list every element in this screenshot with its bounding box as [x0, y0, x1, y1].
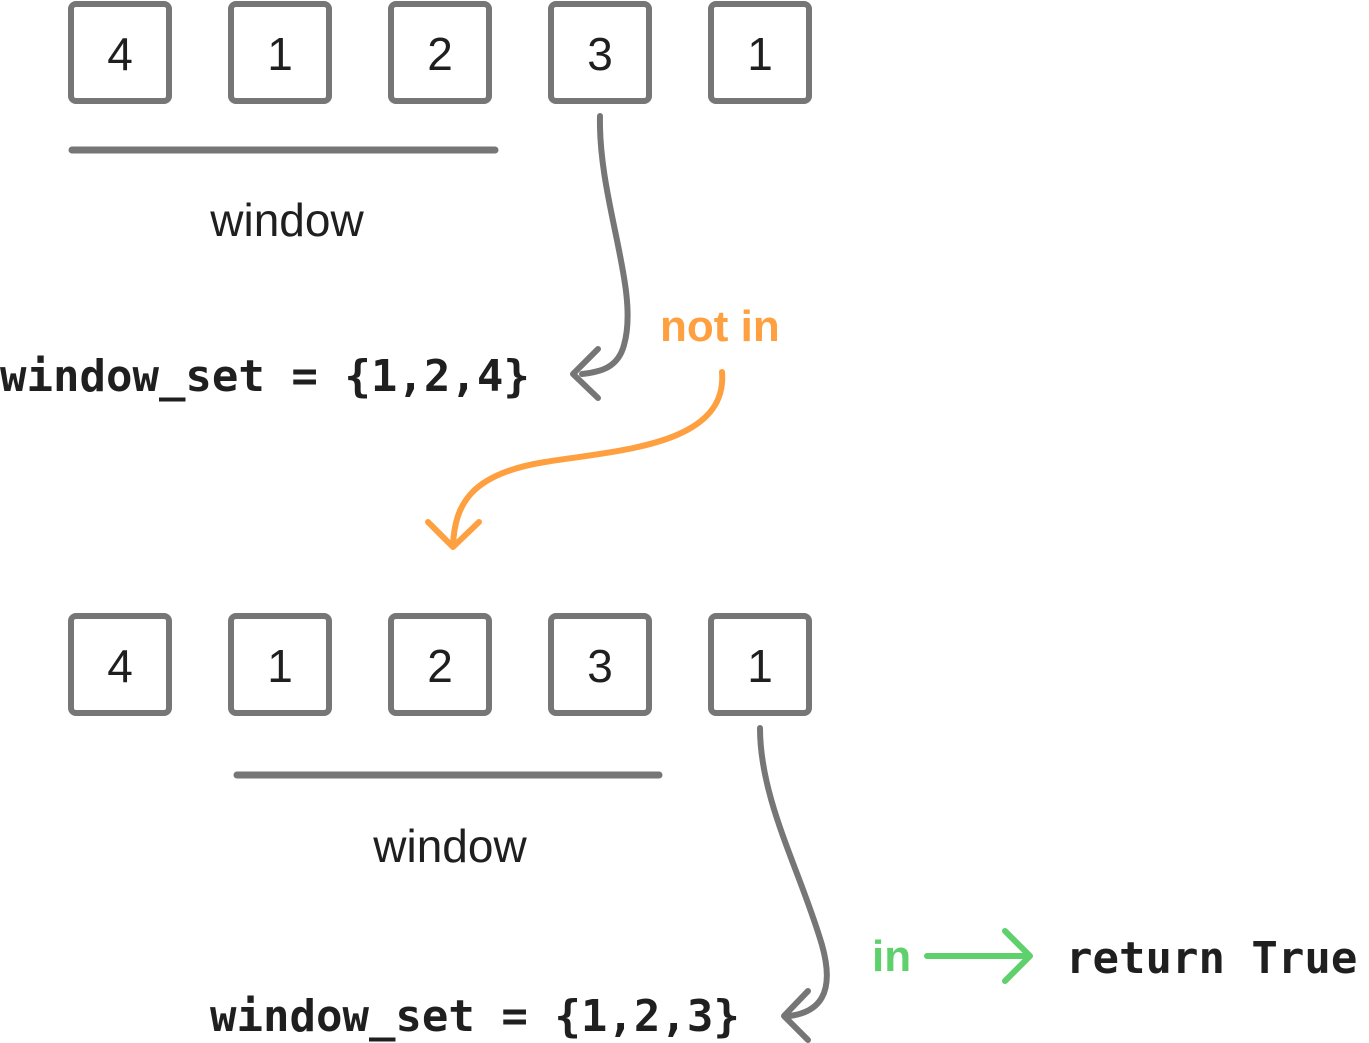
- cell-value: 2: [427, 28, 453, 80]
- arrowhead-icon: [1002, 928, 1033, 984]
- cell-value: 1: [747, 28, 773, 80]
- in-label: in: [872, 932, 911, 981]
- not-in-label: not in: [660, 302, 780, 351]
- array-cell: 3: [548, 613, 652, 716]
- arrowhead-icon: [781, 988, 811, 1043]
- cell-value: 1: [267, 640, 293, 692]
- array-cell: 2: [388, 613, 492, 716]
- window-label-step2: window: [372, 820, 527, 872]
- gray-arrow-icon: [757, 725, 830, 1019]
- window-set-step2: window_set = {1,2,3}: [210, 991, 740, 1042]
- array-cell: 1: [228, 613, 332, 716]
- arrowhead-icon: [570, 346, 601, 401]
- array-cell: 1: [228, 1, 332, 104]
- cell-value: 3: [587, 28, 613, 80]
- array-cell: 4: [68, 613, 172, 716]
- return-true-text: return True: [1066, 933, 1357, 984]
- orange-arrow-icon: [450, 369, 726, 548]
- cell-value: 1: [267, 28, 293, 80]
- cell-value: 3: [587, 640, 613, 692]
- array-row-step1: 4 1 2 3 1: [68, 1, 812, 104]
- cell-value: 4: [107, 28, 133, 80]
- array-cell: 3: [548, 1, 652, 104]
- array-cell: 2: [388, 1, 492, 104]
- array-cell: 4: [68, 1, 172, 104]
- array-row-step2: 4 1 2 3 1: [68, 613, 812, 716]
- gray-arrow-icon: [579, 113, 631, 377]
- cell-value: 4: [107, 640, 133, 692]
- window-label-step1: window: [209, 194, 364, 246]
- cell-value: 1: [747, 640, 773, 692]
- cell-value: 2: [427, 640, 453, 692]
- arrowhead-icon: [425, 519, 482, 550]
- array-cell: 1: [708, 1, 812, 104]
- window-set-step1: window_set = {1,2,4}: [0, 351, 530, 402]
- array-cell: 1: [708, 613, 812, 716]
